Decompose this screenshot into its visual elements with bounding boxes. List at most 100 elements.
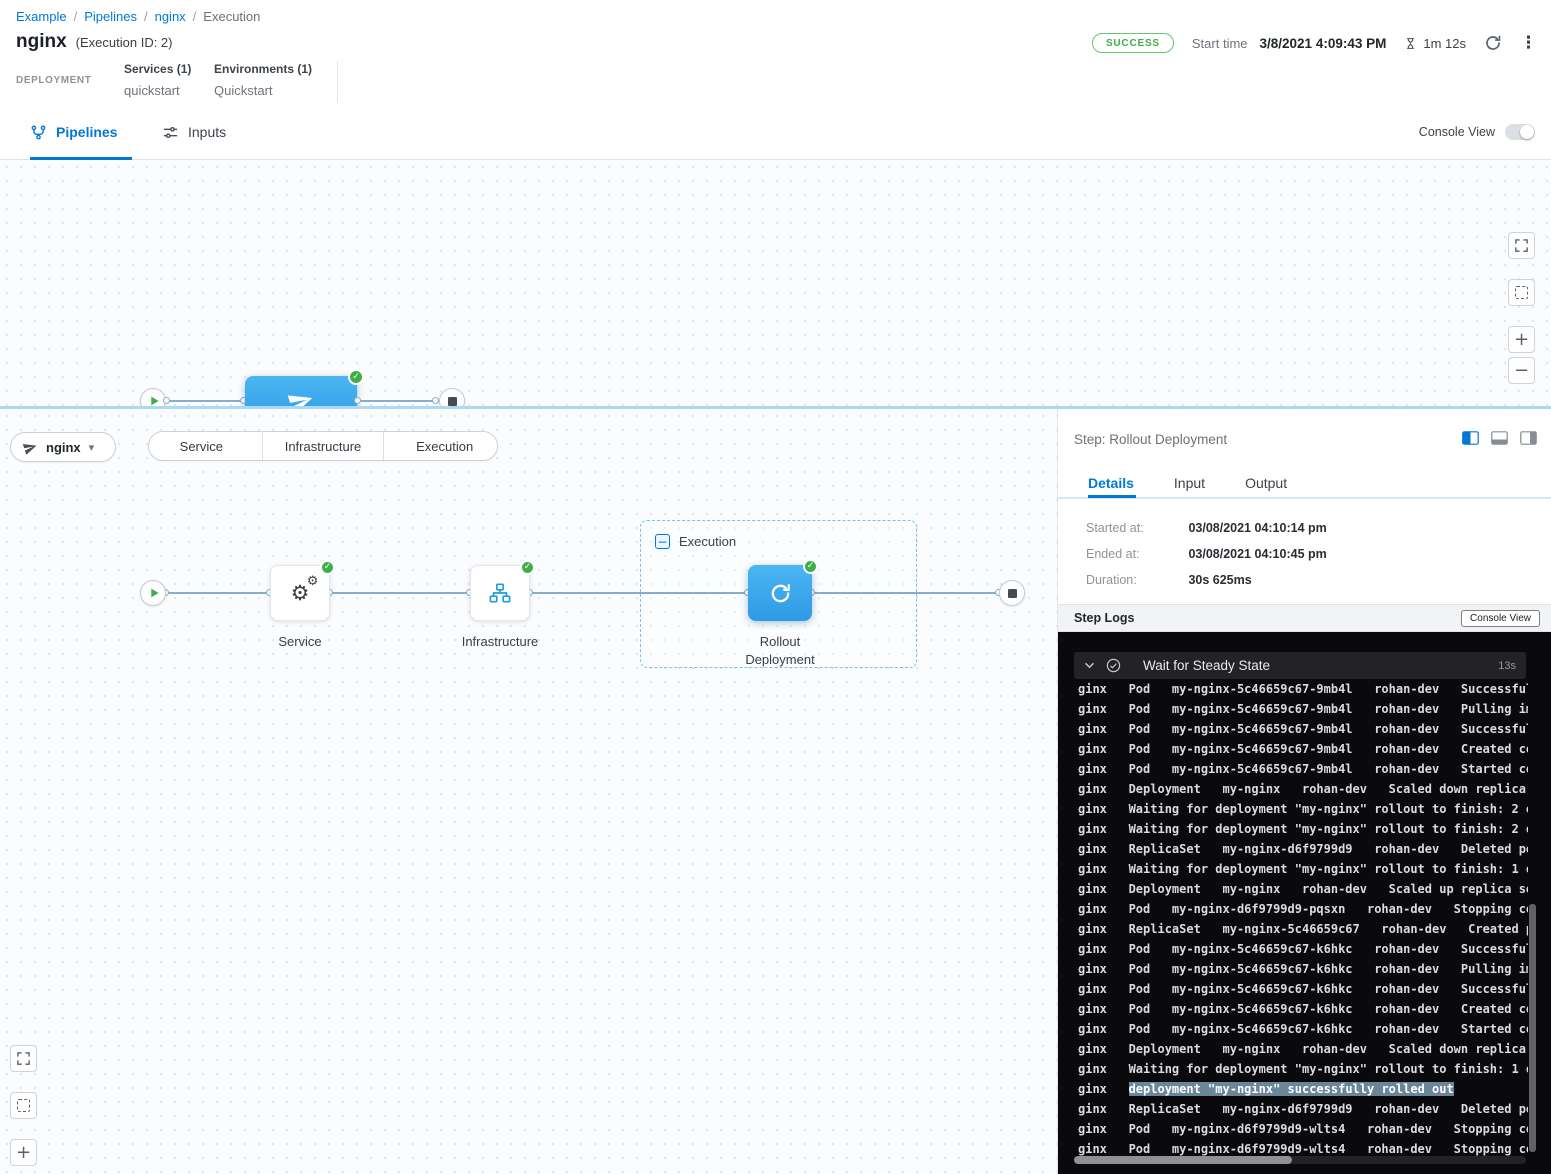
page-title: nginx <box>16 31 67 52</box>
services-summary[interactable]: Services (1) quickstart <box>124 62 191 98</box>
log-line: ginx Pod my-nginx-5c46659c67-9mb4l rohan… <box>1078 722 1528 736</box>
step-panel-title: Step: Rollout Deployment <box>1074 432 1228 447</box>
pipeline-canvas[interactable]: ✓ nginx + − <box>0 160 1551 451</box>
console-view-label: Console View <box>1418 125 1495 139</box>
horizontal-scrollbar-track[interactable] <box>1074 1156 1526 1164</box>
tab-input[interactable]: Input <box>1173 475 1206 491</box>
log-line: ginx Waiting for deployment "my-nginx" r… <box>1078 862 1528 876</box>
stage-section-tabs: Service Infrastructure Execution <box>148 431 498 461</box>
page-header: Example / Pipelines / nginx / Execution … <box>0 0 1551 105</box>
log-line: ginx Pod my-nginx-5c46659c67-k6hkc rohan… <box>1078 1002 1528 1016</box>
breadcrumb-link-nginx[interactable]: nginx <box>154 9 186 24</box>
log-line: ginx Waiting for deployment "my-nginx" r… <box>1078 822 1528 836</box>
rollout-icon <box>769 582 792 605</box>
log-section-title: Wait for Steady State <box>1143 658 1271 673</box>
tab-output[interactable]: Output <box>1245 475 1288 491</box>
console-view-toggle[interactable] <box>1505 124 1535 140</box>
breadcrumb-link-pipelines[interactable]: Pipelines <box>84 9 137 24</box>
play-icon <box>149 587 160 599</box>
log-line: ginx Pod my-nginx-5c46659c67-9mb4l rohan… <box>1078 702 1528 716</box>
success-check-icon: ✓ <box>803 559 818 574</box>
duration-value: 1m 12s <box>1423 35 1466 51</box>
stage-selector-dropdown[interactable]: nginx ▾ <box>10 432 116 462</box>
step-details-list: Started at: 03/08/2021 04:10:14 pm Ended… <box>1086 519 1327 589</box>
step-success-icon <box>1106 658 1121 673</box>
services-label: Services (1) <box>124 62 192 76</box>
detail-label: Ended at: <box>1086 547 1140 561</box>
chevron-down-icon <box>1084 662 1095 669</box>
log-line: ginx Deployment my-nginx rohan-dev Scale… <box>1078 782 1526 796</box>
stage-start-node[interactable] <box>140 580 166 606</box>
layout-bottom-icon[interactable] <box>1491 431 1508 445</box>
breadcrumb-separator: / <box>192 9 197 24</box>
selection-icon <box>17 1099 30 1112</box>
infrastructure-icon <box>489 582 511 604</box>
tab-service[interactable]: Service <box>179 438 224 454</box>
zoom-in-button[interactable]: + <box>1508 326 1535 353</box>
detail-row: Ended at: 03/08/2021 04:10:45 pm <box>1086 545 1327 563</box>
console-view-button[interactable]: Console View <box>1461 609 1540 627</box>
log-line: ginx Waiting for deployment "my-nginx" r… <box>1078 1062 1528 1076</box>
stage-canvas[interactable]: nginx ▾ Service Infrastructure Execution… <box>0 409 1057 1174</box>
breadcrumb-link-example[interactable]: Example <box>16 9 67 24</box>
step-tabs: Details Input Output <box>1088 471 1287 495</box>
inputs-icon <box>162 124 179 141</box>
duration: 1m 12s <box>1404 36 1466 51</box>
fullscreen-button[interactable] <box>1508 232 1535 259</box>
layout-split-left-icon[interactable] <box>1462 431 1479 445</box>
start-time-label: Start time <box>1191 35 1248 51</box>
tab-inputs[interactable]: Inputs <box>162 105 226 159</box>
step-node-service[interactable]: ⚙ ⚙ ✓ <box>270 560 335 621</box>
play-icon <box>149 395 160 407</box>
log-line: ginx Pod my-nginx-5c46659c67-9mb4l rohan… <box>1078 742 1528 756</box>
pipelines-icon <box>30 124 47 141</box>
split-divider[interactable] <box>0 406 1551 409</box>
layout-right-icon[interactable] <box>1520 431 1537 445</box>
log-line: ginx Pod my-nginx-5c46659c67-k6hkc rohan… <box>1078 982 1528 996</box>
vertical-scrollbar-thumb[interactable] <box>1529 904 1536 1152</box>
tab-pipelines[interactable]: Pipelines <box>30 105 117 159</box>
log-line: ginx Pod my-nginx-d6f9799d9-pqsxn rohan-… <box>1078 902 1528 916</box>
hourglass-icon <box>1404 36 1417 51</box>
zoom-out-button[interactable]: − <box>1508 357 1535 384</box>
step-node-infrastructure[interactable]: ✓ <box>470 560 535 621</box>
deployment-type-label: DEPLOYMENT <box>16 75 92 86</box>
tab-inputs-label: Inputs <box>188 124 227 140</box>
step-node-label: Infrastructure <box>461 634 539 649</box>
view-tabbar: Pipelines Inputs Console View <box>0 105 1551 160</box>
tab-execution[interactable]: Execution <box>416 438 474 454</box>
canvas-selector-button[interactable] <box>1508 279 1535 306</box>
console-view-control: Console View <box>1419 105 1535 159</box>
stage-end-node[interactable] <box>999 580 1025 606</box>
collapse-group-button[interactable]: − <box>655 534 670 549</box>
edge-port <box>432 397 439 404</box>
pipeline-edge <box>166 592 270 594</box>
tab-infrastructure[interactable]: Infrastructure <box>284 438 362 454</box>
zoom-in-button[interactable]: + <box>10 1139 37 1166</box>
log-console[interactable]: Wait for Steady State 13s ginx Pod my-ng… <box>1058 632 1551 1174</box>
tab-details[interactable]: Details <box>1088 475 1134 491</box>
step-node-rollout-deployment[interactable]: ✓ <box>748 559 818 621</box>
fullscreen-button[interactable] <box>10 1045 37 1072</box>
breadcrumb-separator: / <box>143 9 148 24</box>
refresh-button[interactable] <box>1484 34 1502 52</box>
log-line: ginx deployment "my-nginx" successfully … <box>1078 1082 1454 1096</box>
toggle-knob <box>1520 125 1534 139</box>
environments-summary[interactable]: Environments (1) Quickstart <box>214 62 312 98</box>
log-line: ginx Pod my-nginx-5c46659c67-k6hkc rohan… <box>1078 942 1528 956</box>
horizontal-scrollbar-thumb[interactable] <box>1074 1156 1292 1164</box>
log-section-header[interactable]: Wait for Steady State 13s <box>1074 652 1526 679</box>
more-options-button[interactable]: ⋮ <box>1520 33 1537 53</box>
gear-icon-small: ⚙ <box>306 573 319 589</box>
edge-port <box>163 397 170 404</box>
segment-divider <box>261 432 263 460</box>
step-tabs-divider <box>1058 497 1551 499</box>
step-node-label: Rollout Deployment <box>745 634 815 667</box>
log-line: ginx Pod my-nginx-5c46659c67-k6hkc rohan… <box>1078 962 1528 976</box>
environments-label: Environments (1) <box>214 62 313 76</box>
pipeline-edge <box>812 592 999 594</box>
canvas-selector-button[interactable] <box>10 1092 37 1119</box>
step-logs-title: Step Logs <box>1074 611 1135 625</box>
pipeline-edge <box>530 592 748 594</box>
